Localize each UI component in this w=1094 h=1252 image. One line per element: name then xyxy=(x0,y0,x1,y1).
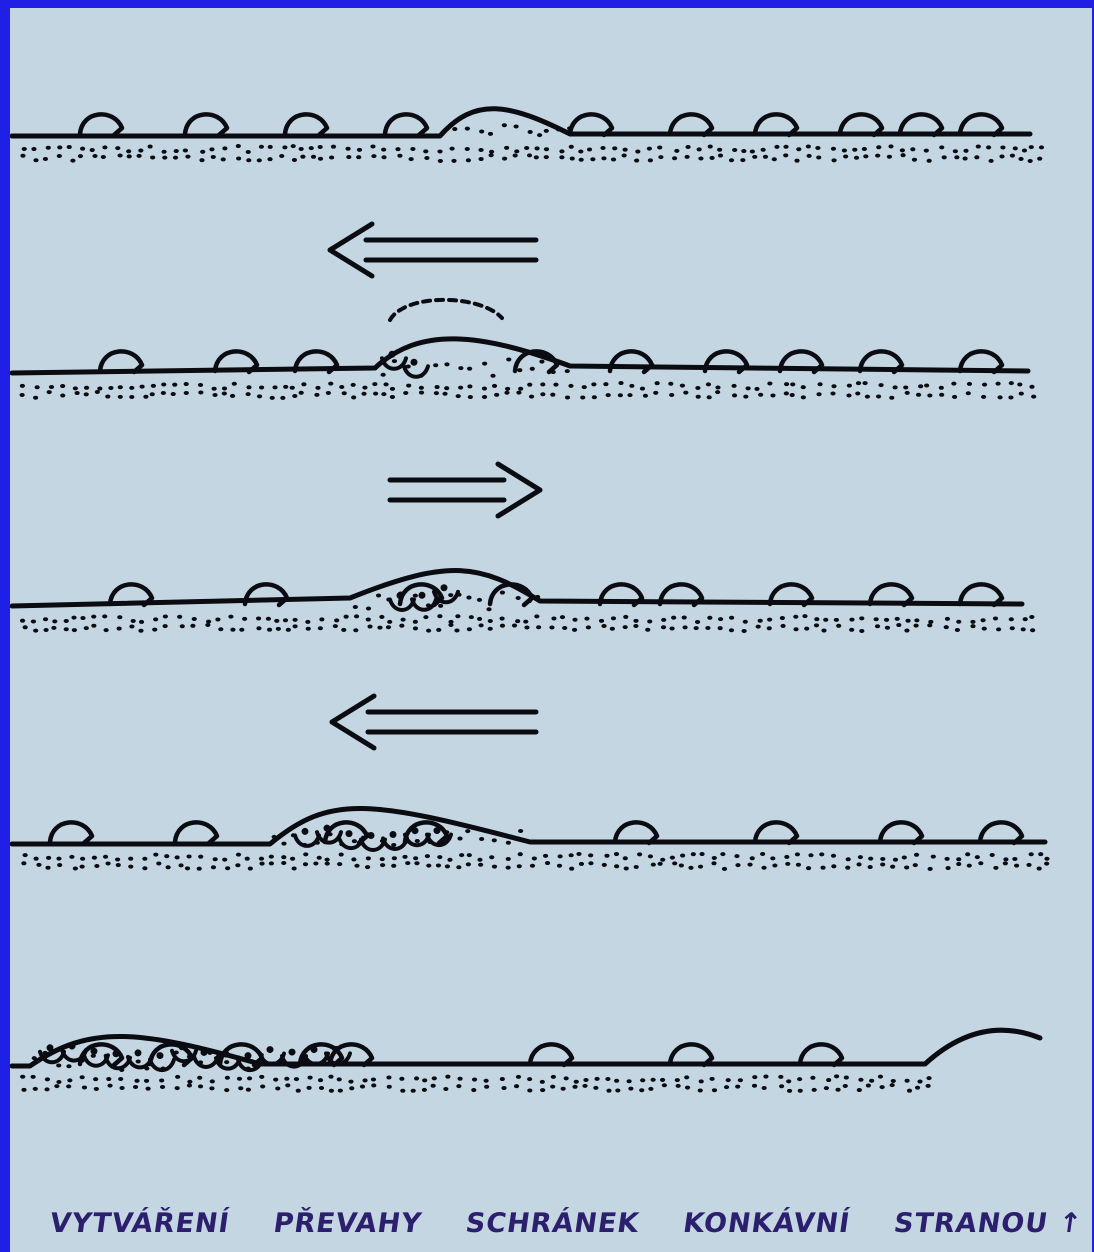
paper-sheet: VYTVÁŘENÍ PŘEVAHY SCHRÁNEK KONKÁVNÍ STRA… xyxy=(10,8,1092,1252)
caption-word-1: VYTVÁŘENÍ xyxy=(48,1208,232,1239)
shell-convex xyxy=(175,822,217,843)
caption-word-3: SCHRÁNEK xyxy=(464,1208,642,1239)
shell-convex xyxy=(185,114,227,135)
shell-fragment xyxy=(441,584,448,591)
shell-fragment xyxy=(412,827,419,834)
shell-fragment xyxy=(324,825,331,832)
shell-fragment xyxy=(368,832,375,839)
sediment-dots xyxy=(20,357,1037,399)
shell-fragment xyxy=(179,1043,186,1050)
shell-fragment xyxy=(389,351,396,358)
caption-word-4: KONKÁVNÍ xyxy=(681,1208,852,1239)
shell-concave xyxy=(295,835,319,846)
shell-cluster xyxy=(382,351,428,377)
diagram-caption: VYTVÁŘENÍ PŘEVAHY SCHRÁNEK KONKÁVNÍ STRA… xyxy=(46,1198,1093,1248)
shell-transport-diagram xyxy=(10,8,1092,1252)
shell-fragment xyxy=(91,1048,98,1055)
double-arrow-right-icon xyxy=(390,464,540,516)
shell-fragment xyxy=(69,1043,76,1050)
arrow-shaft xyxy=(366,240,536,260)
shell-convex xyxy=(80,114,122,135)
seabed-profile-1 xyxy=(12,109,1044,163)
shell-fragment xyxy=(419,592,426,599)
shell-fragment xyxy=(434,827,441,834)
seabed-profile-3 xyxy=(12,571,1035,633)
shell-cluster xyxy=(295,825,451,850)
arrow-head xyxy=(330,224,372,276)
current-arrows xyxy=(330,224,540,748)
shell-fragment xyxy=(201,1049,208,1056)
sediment-dots xyxy=(20,591,1035,633)
shell-fragment xyxy=(135,1049,142,1056)
shell-fragment xyxy=(289,1049,296,1056)
caption-word-2: PŘEVAHY xyxy=(272,1208,424,1239)
double-arrow-left-icon xyxy=(330,224,536,276)
arrow-shaft xyxy=(390,480,504,500)
sediment-dots xyxy=(20,123,1044,163)
shell-fragment xyxy=(157,1052,164,1059)
previous-mound-outline xyxy=(390,300,502,320)
seabed-profile-5 xyxy=(12,1030,1040,1093)
shell-fragment xyxy=(346,830,353,837)
shell-fragment xyxy=(411,359,418,366)
shell-convex xyxy=(285,114,327,135)
shell-fragment xyxy=(113,1050,120,1057)
shell-convex xyxy=(50,822,92,843)
shell-fragment xyxy=(302,828,309,835)
shell-fragment xyxy=(311,1046,318,1053)
seabed-line xyxy=(12,1030,1040,1066)
arrow-shaft xyxy=(368,712,536,732)
seabed-profiles xyxy=(12,109,1050,1093)
shell-fragment xyxy=(397,592,404,599)
shell-fragment xyxy=(267,1046,274,1053)
shell-convex xyxy=(100,351,142,372)
double-arrow-left-icon xyxy=(332,696,536,748)
shell-concave xyxy=(150,1060,174,1071)
shell-fragment xyxy=(390,831,397,838)
shell-fragment xyxy=(47,1044,54,1051)
shell-fragment xyxy=(245,1052,252,1059)
shell-fragment xyxy=(333,1046,340,1053)
shell-convex xyxy=(385,114,427,135)
caption-word-5: STRANOU ↑ xyxy=(892,1208,1084,1239)
shell-fragment xyxy=(223,1051,230,1058)
seabed-profile-4 xyxy=(12,808,1050,870)
seabed-profile-2 xyxy=(12,339,1036,400)
arrow-head xyxy=(332,696,374,748)
arrow-head xyxy=(498,464,540,516)
